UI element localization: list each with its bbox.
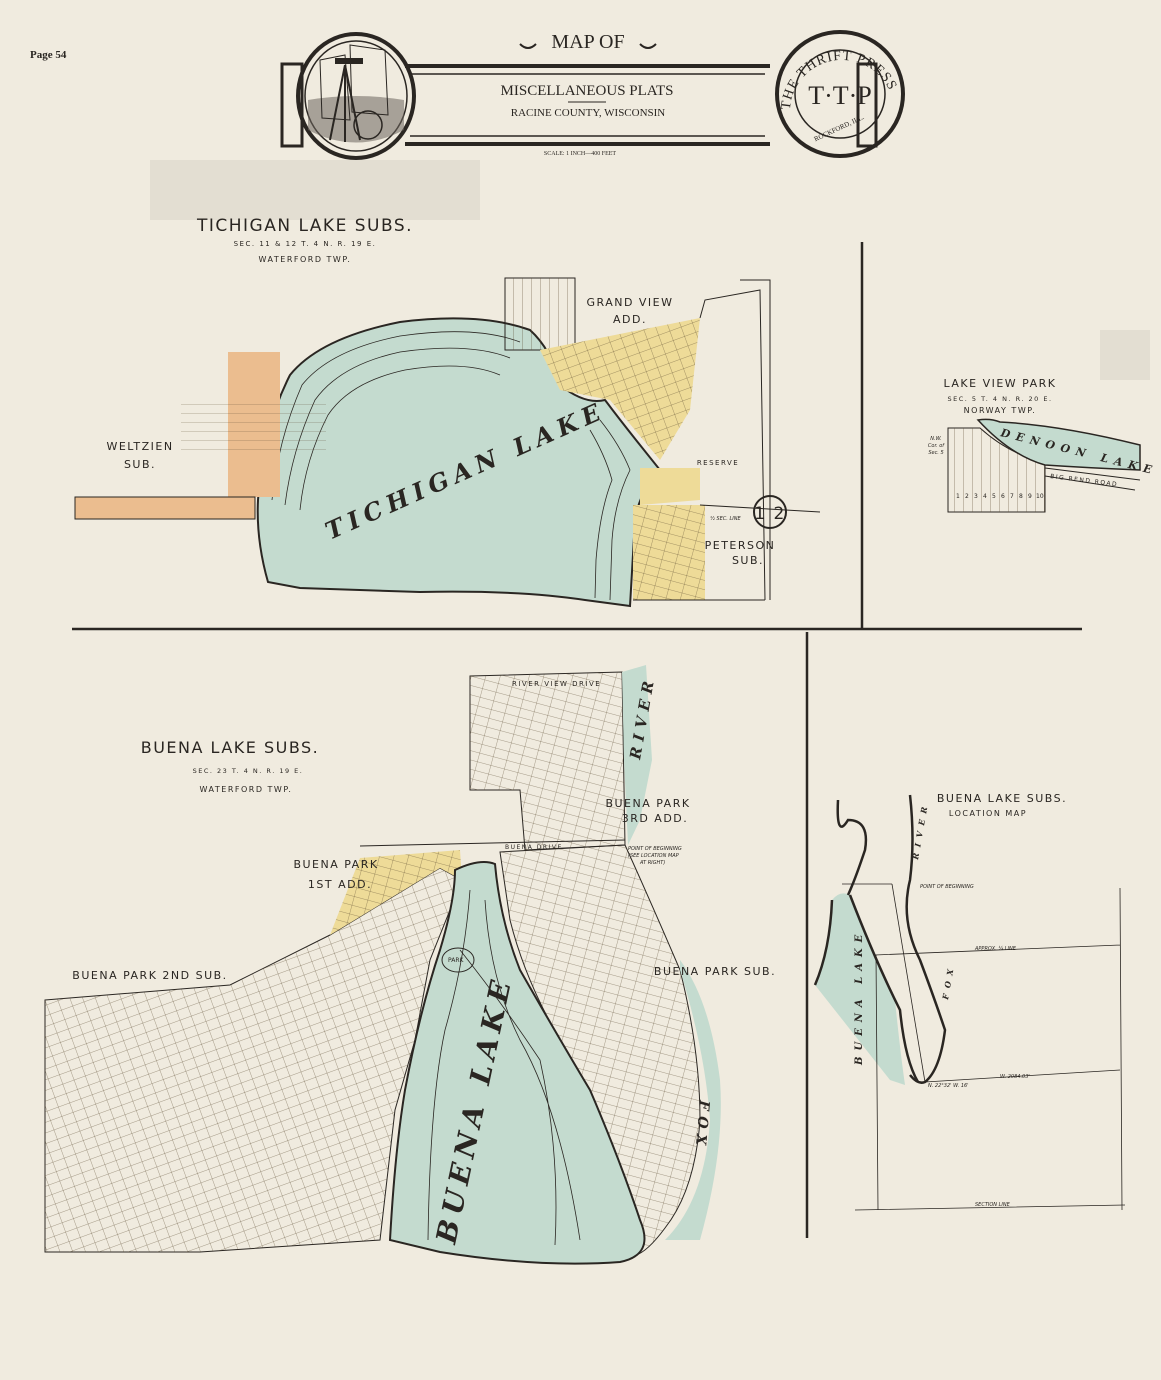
lot-number: 10 <box>1036 493 1044 500</box>
half-sec-line-label: ½ SEC. LINE <box>710 515 741 522</box>
section-marker: 1 2 <box>754 504 786 524</box>
tichigan-title: TICHIGAN LAKE SUBS. <box>196 216 413 236</box>
bleed-through <box>150 160 1150 380</box>
lvp-corner-note-2: Cor. of <box>928 443 945 449</box>
fox-label: FOX <box>692 1099 712 1152</box>
page-number: Page 54 <box>30 49 67 61</box>
buena-location-map: BUENA LAKE SUBS. LOCATION MAP RIVER FOX … <box>813 792 1126 1211</box>
banner-left-cap <box>280 62 304 148</box>
grand-view-label-1: GRAND VIEW <box>586 296 673 309</box>
thrift-press-seal: THE THRIFT PRESS T·T·P ROCKFORD, ILL. <box>775 30 905 158</box>
header-title: MISCELLANEOUS PLATS <box>501 83 674 99</box>
lvp-lot-numbers: 1 2 3 4 5 6 7 8 9 10 <box>956 493 1044 500</box>
banner-right-cap <box>856 62 878 148</box>
tichigan-lake-subs: TICHIGAN LAKE SUBS. SEC. 11 & 12 T. 4 N.… <box>74 216 821 608</box>
tichigan-lake-water <box>256 317 662 608</box>
tichigan-section: SEC. 11 & 12 T. 4 N. R. 19 E. <box>234 240 377 248</box>
buena-depth-contours <box>427 889 581 1246</box>
lot-number: 9 <box>1028 493 1032 500</box>
tichigan-township: WATERFORD TWP. <box>259 255 352 264</box>
lot-number: 5 <box>992 493 996 500</box>
fox-river-lower <box>665 960 721 1240</box>
buena-park-2nd-sub-label: BUENA PARK 2ND SUB. <box>72 969 227 982</box>
location-fox-label: FOX <box>940 962 956 1001</box>
lot-number: 3 <box>974 493 978 500</box>
buena-park-sub-label: BUENA PARK SUB. <box>654 965 776 978</box>
location-bearing-2: N. 22°32' W. 16' <box>928 1083 969 1089</box>
lvp-corner-note-1: N.W. <box>930 436 941 442</box>
lvp-title: LAKE VIEW PARK <box>944 377 1057 390</box>
lvp-corner-note-3: Sec. 5 <box>928 450 943 456</box>
peterson-label-2: SUB. <box>732 554 764 567</box>
weltzien-lots-horizontal <box>75 497 255 519</box>
section-marker-circle <box>753 495 787 529</box>
buena-park-3rd-add-label-2: 3RD ADD. <box>622 812 689 825</box>
location-lakeshore <box>813 799 920 1083</box>
map-of-heading: MAP OF <box>551 31 624 53</box>
location-title: BUENA LAKE SUBS. <box>937 792 1067 805</box>
location-lake-water <box>815 893 905 1085</box>
flourish-ornament <box>519 43 657 49</box>
buena-section: SEC. 23 T. 4 N. R. 19 E. <box>193 767 304 775</box>
big-bend-road <box>1044 467 1141 491</box>
pob-note-1: POINT OF BEGINNING <box>628 846 682 852</box>
lvp-section: SEC. 5 T. 4 N. R. 20 E. <box>947 395 1052 403</box>
lot-number: 4 <box>983 493 987 500</box>
grand-view-boundary <box>699 279 771 601</box>
buena-title: BUENA LAKE SUBS. <box>141 738 320 757</box>
location-survey-lines <box>842 883 1126 1211</box>
lake-view-park: LAKE VIEW PARK SEC. 5 T. 4 N. R. 20 E. N… <box>928 377 1159 513</box>
location-fox-river <box>905 794 947 1084</box>
lot-number: 1 <box>956 493 960 500</box>
buena-lake-water <box>388 861 646 1265</box>
location-pob-label: POINT OF BEGINNING <box>920 884 974 890</box>
peterson-lots-north <box>640 468 700 505</box>
pob-note-3: AT RIGHT) <box>639 860 665 866</box>
location-quarter-line: APPROX. ¼ LINE <box>974 946 1017 952</box>
buena-lake-subs: BUENA LAKE SUBS. SEC. 23 T. 4 N. R. 19 E… <box>44 665 776 1265</box>
big-bend-road-label: BIG BEND ROAD <box>1050 473 1119 488</box>
scale-note: SCALE: 1 INCH—400 FEET <box>544 151 617 157</box>
tichigan-depth-contours <box>271 331 631 601</box>
park-label: PARK <box>448 957 465 964</box>
buena-park-3rd-add-label-1: BUENA PARK <box>605 797 690 810</box>
buena-drive-road <box>359 839 626 847</box>
lot-number: 2 <box>965 493 969 500</box>
location-subtitle: LOCATION MAP <box>949 809 1027 818</box>
lot-number: 7 <box>1010 493 1014 500</box>
weltzien-label-1: WELTZIEN <box>106 440 173 453</box>
lot-number: 6 <box>1001 493 1005 500</box>
location-lake-label: BUENA LAKE <box>854 929 865 1066</box>
header-subtitle: RACINE COUNTY, WISCONSIN <box>511 107 666 119</box>
lvp-township: NORWAY TWP. <box>964 406 1037 415</box>
seal-monogram: T·T·P <box>808 81 872 110</box>
peterson-label-1: PETERSON <box>705 539 776 552</box>
buena-drive-label: BUENA DRIVE <box>505 844 563 851</box>
surveyor-emblem <box>296 32 416 160</box>
buena-township: WATERFORD TWP. <box>200 785 293 794</box>
location-bearing: W. 2084.03' <box>1000 1074 1030 1080</box>
denoon-lake-water <box>976 418 1141 471</box>
location-section-line: SECTION LINE <box>975 1202 1011 1208</box>
lot-number: 8 <box>1019 493 1023 500</box>
reserve-label: RESERVE <box>697 459 739 467</box>
buena-park-1st-add-label-1: BUENA PARK <box>293 858 378 871</box>
park-parcel <box>441 947 475 973</box>
river-view-drive-label: RIVER VIEW DRIVE <box>512 680 601 688</box>
grand-view-label-2: ADD. <box>613 313 647 326</box>
weltzien-label-2: SUB. <box>124 458 156 471</box>
pob-note-2: (SEE LOCATION MAP <box>628 853 679 859</box>
buena-park-1st-add-label-2: 1ST ADD. <box>308 878 372 891</box>
header-banner: MAP OF MISCELLANEOUS PLATS RACINE COUNTY… <box>280 30 905 160</box>
fox-river-upper <box>622 665 652 845</box>
